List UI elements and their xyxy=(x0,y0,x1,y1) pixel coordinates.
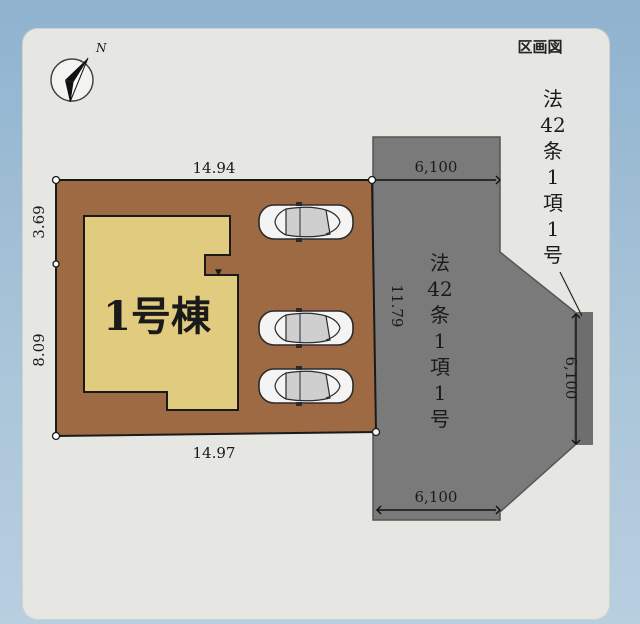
svg-text:項: 項 xyxy=(543,191,563,215)
building-footprint xyxy=(83,215,239,411)
compass-label: N xyxy=(95,41,107,55)
road-law-label: 法 42 条 1 項 1 号 xyxy=(427,251,452,431)
road-extension xyxy=(575,312,593,445)
svg-text:号: 号 xyxy=(430,407,450,431)
car-icon xyxy=(258,307,354,349)
road-width-top-label: 6,100 xyxy=(415,158,458,176)
lot-corner-markers xyxy=(51,175,381,441)
svg-text:1: 1 xyxy=(547,217,560,241)
svg-text:1: 1 xyxy=(434,381,447,405)
svg-text:法: 法 xyxy=(543,87,563,111)
car-icon xyxy=(258,365,354,407)
road-width-bottom-label: 6,100 xyxy=(415,488,458,506)
road-width-right: 6,100 xyxy=(562,313,581,445)
svg-text:42: 42 xyxy=(427,277,452,301)
plan-title: 区画図 xyxy=(517,38,562,56)
dim-right: 11.79 xyxy=(388,285,406,328)
building-label: 1号棟 xyxy=(103,293,212,340)
svg-text:42: 42 xyxy=(540,113,565,137)
road-width-right-label: 6,100 xyxy=(562,357,580,400)
svg-text:項: 項 xyxy=(430,355,450,379)
svg-text:条: 条 xyxy=(543,139,563,163)
svg-text:1: 1 xyxy=(547,165,560,189)
north-arrow-icon: N xyxy=(50,41,107,103)
svg-text:条: 条 xyxy=(430,303,450,327)
svg-text:1: 1 xyxy=(434,329,447,353)
dim-left-lower: 8.09 xyxy=(30,333,48,366)
svg-text:号: 号 xyxy=(543,243,563,267)
svg-text:法: 法 xyxy=(430,251,450,275)
outer-law-label: 法 42 条 1 項 1 号 xyxy=(540,87,565,267)
dim-left-upper: 3.69 xyxy=(30,205,48,238)
dim-top: 14.94 xyxy=(193,159,236,177)
leader-line xyxy=(559,271,583,317)
car-icon xyxy=(258,201,354,243)
dim-bottom: 14.97 xyxy=(193,444,236,462)
road-width-bottom: 6,100 xyxy=(376,488,501,515)
road-width-top: 6,100 xyxy=(375,158,501,185)
entrance-mark: ▼ xyxy=(215,268,222,278)
